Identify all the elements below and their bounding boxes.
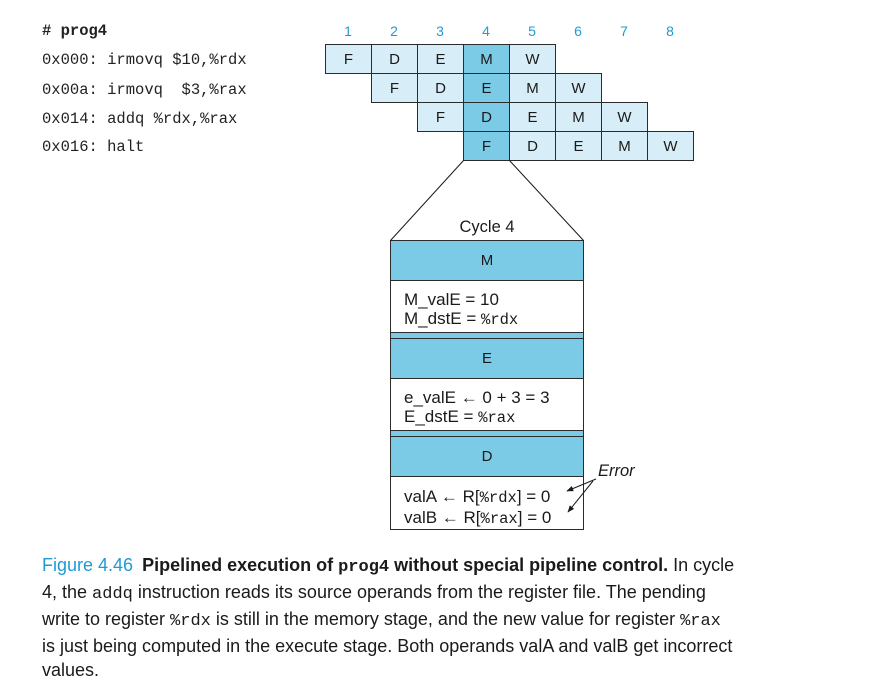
- code-line: 0x00a: irmovq $3,%rax: [42, 81, 247, 99]
- cycle-title: Cycle 4: [459, 218, 515, 236]
- value-line: E_dstE = %rax: [404, 407, 583, 428]
- register-name: %rdx: [481, 311, 519, 329]
- register-values: M_valE = 10 M_dstE = %rdx: [391, 281, 583, 332]
- caption-code: %rdx: [170, 612, 211, 631]
- stage-cell-writeback: W: [647, 131, 694, 161]
- value-line: e_valE ← 0 + 3 = 3: [404, 388, 583, 407]
- cycle-number: 7: [620, 23, 628, 39]
- stage-cell-decode: D: [509, 131, 556, 161]
- caption-line: write to register %rdx is still in the m…: [42, 607, 734, 634]
- caption-code: %rax: [680, 612, 721, 631]
- value-text: M_dstE =: [404, 309, 482, 328]
- figure-caption: Figure 4.46 Pipelined execution of prog4 …: [42, 553, 734, 682]
- pipeline-register-m: M: [391, 241, 583, 281]
- register-values: valA ← R[%rdx] = 0 valB ← R[%rax] = 0: [391, 477, 583, 529]
- caption-text: In cycle: [673, 555, 735, 575]
- pipeline-row: F D E M W: [371, 73, 602, 103]
- cycle-number: 1: [344, 23, 352, 39]
- caption-line: values.: [42, 658, 734, 682]
- register-divider: [391, 332, 583, 339]
- cycle-detail-box: M M_valE = 10 M_dstE = %rdx E e_valE ← 0…: [390, 240, 584, 530]
- code-line: 0x016: halt: [42, 138, 145, 156]
- error-annotation: Error: [598, 462, 635, 480]
- register-label: E: [481, 350, 492, 367]
- register-name: %rdx: [479, 489, 517, 507]
- cycle-number: 5: [528, 23, 536, 39]
- code-line: 0x000: irmovq $10,%rdx: [42, 51, 247, 69]
- register-name: %rax: [478, 409, 516, 427]
- caption-text: write to register: [42, 609, 171, 629]
- pipeline-row: F D E M W: [463, 131, 694, 161]
- stage-cell-writeback: W: [509, 44, 556, 74]
- caption-title: Pipelined execution of prog4 without spe…: [142, 555, 669, 577]
- register-label: D: [481, 448, 493, 465]
- program-header: # prog4: [42, 22, 108, 40]
- value-text: M_valE = 10: [404, 290, 499, 309]
- stage-cell-execute: E: [555, 131, 602, 161]
- register-divider: [391, 430, 583, 437]
- cycle-number: 2: [390, 23, 398, 39]
- caption-line: 4, the addq instruction reads its source…: [42, 580, 734, 607]
- value-line: valA ← R[%rdx] = 0: [404, 487, 583, 508]
- caption-text: is just being computed in the execute st…: [42, 636, 733, 656]
- cycle-number: 8: [666, 23, 674, 39]
- code-line: 0x014: addq %rdx,%rax: [42, 110, 238, 128]
- caption-code: addq: [92, 585, 133, 604]
- caption-line: Figure 4.46 Pipelined execution of prog4 …: [42, 553, 734, 580]
- stage-cell-memory: M: [509, 73, 556, 103]
- caption-title-text: Pipelined execution of: [142, 555, 339, 575]
- stage-cell-fetch: F: [417, 102, 464, 132]
- value-text: valB ← R[: [404, 508, 481, 527]
- caption-line: is just being computed in the execute st…: [42, 634, 734, 658]
- stage-cell-memory: M: [601, 131, 648, 161]
- cycle-number: 3: [436, 23, 444, 39]
- pipeline-row: F D E M W: [325, 44, 556, 74]
- stage-cell-fetch: F: [371, 73, 418, 103]
- stage-cell-writeback: W: [601, 102, 648, 132]
- stage-cell-execute: E: [463, 73, 510, 103]
- caption-text: is still in the memory stage, and the ne…: [210, 609, 681, 629]
- pipeline-row: F D E M W: [417, 102, 648, 132]
- stage-cell-execute: E: [417, 44, 464, 74]
- stage-cell-fetch: F: [463, 131, 510, 161]
- cycle-number: 6: [574, 23, 582, 39]
- caption-text: instruction reads its source operands fr…: [132, 582, 706, 602]
- figure-label: Figure 4.46: [42, 555, 134, 575]
- value-line: M_dstE = %rdx: [404, 309, 583, 330]
- caption-text: values.: [42, 660, 100, 680]
- value-text: valA ← R[: [404, 487, 480, 506]
- stage-cell-execute: E: [509, 102, 556, 132]
- stage-cell-fetch: F: [325, 44, 372, 74]
- cycle-numbers: 1 2 3 4 5 6 7 8: [325, 22, 693, 40]
- register-label: M: [480, 252, 494, 269]
- stage-cell-memory: M: [555, 102, 602, 132]
- register-values: e_valE ← 0 + 3 = 3 E_dstE = %rax: [391, 379, 583, 430]
- stage-cell-decode: D: [417, 73, 464, 103]
- stage-cell-decode: D: [463, 102, 510, 132]
- pipeline-register-d: D: [391, 437, 583, 477]
- stage-cell-writeback: W: [555, 73, 602, 103]
- caption-title-code: prog4: [338, 558, 390, 577]
- caption-text: 4, the: [42, 582, 93, 602]
- value-text: e_valE ← 0 + 3 = 3: [404, 388, 550, 407]
- stage-cell-memory: M: [463, 44, 510, 74]
- value-text: ] = 0: [517, 508, 552, 527]
- pipeline-register-e: E: [391, 339, 583, 379]
- register-name: %rax: [480, 510, 518, 528]
- stage-cell-decode: D: [371, 44, 418, 74]
- value-line: M_valE = 10: [404, 290, 583, 309]
- caption-title-text: without special pipeline control.: [389, 555, 669, 575]
- value-line: valB ← R[%rax] = 0: [404, 508, 583, 529]
- cycle-number: 4: [482, 23, 490, 39]
- value-text: E_dstE =: [404, 407, 479, 426]
- value-text: ] = 0: [516, 487, 551, 506]
